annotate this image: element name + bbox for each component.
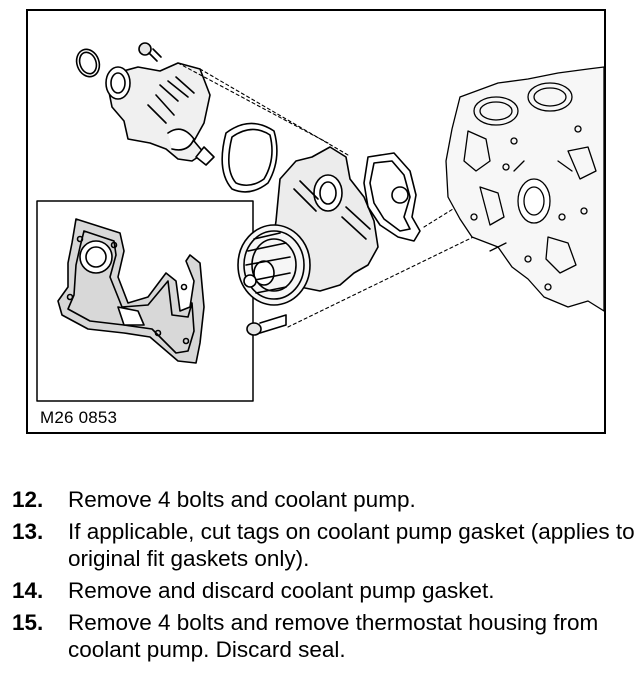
step-number: 12. xyxy=(12,487,44,512)
procedure-steps-list: 12. Remove 4 bolts and coolant pump. 13.… xyxy=(12,486,640,668)
step-number: 13. xyxy=(12,519,44,544)
step-number: 15. xyxy=(12,610,44,635)
exploded-diagram-drawing xyxy=(36,42,604,402)
step-text: Remove 4 bolts and remove thermostat hou… xyxy=(68,610,599,662)
bolt-top xyxy=(138,42,162,62)
step-text: Remove and discard coolant pump gasket. xyxy=(68,578,495,603)
step-number: 14. xyxy=(12,578,44,603)
cylinder-block xyxy=(445,66,604,312)
figure-reference-code: M26 0853 xyxy=(40,408,118,427)
procedure-step: 13. If applicable, cut tags on coolant p… xyxy=(12,518,640,572)
step-text: If applicable, cut tags on coolant pump … xyxy=(68,519,635,571)
bolt-bottom xyxy=(246,314,287,336)
gasket-detail-inset xyxy=(36,200,254,402)
procedure-step: 15. Remove 4 bolts and remove thermostat… xyxy=(12,609,640,663)
thermostat-seal xyxy=(75,48,101,78)
thermostat-housing xyxy=(105,62,215,166)
exploded-diagram-figure: M26 0853 xyxy=(26,9,606,434)
procedure-step: 14. Remove and discard coolant pump gask… xyxy=(12,577,640,604)
coolant-pump-gasket xyxy=(363,152,421,242)
procedure-step: 12. Remove 4 bolts and coolant pump. xyxy=(12,486,640,513)
thermostat-gasket xyxy=(221,122,278,193)
step-text: Remove 4 bolts and coolant pump. xyxy=(68,487,416,512)
coolant-pump xyxy=(237,146,379,306)
